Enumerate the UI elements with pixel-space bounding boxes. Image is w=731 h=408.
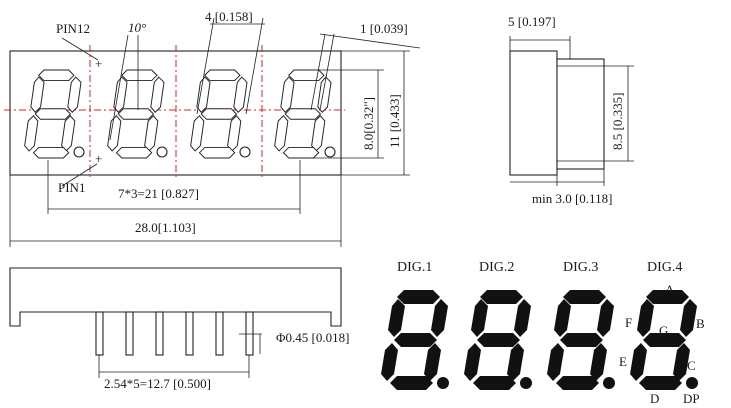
bottom-pins: [95, 311, 254, 356]
digit-label-4: DIG.4: [647, 260, 682, 275]
bottom-body: [9, 267, 342, 327]
front-dp-2: [156, 146, 168, 158]
pin1-label: PIN1: [58, 180, 85, 195]
segment-label-c: C: [687, 358, 696, 373]
filled-dp-2: [520, 377, 532, 389]
digit-height-label: 8.0[0.32"]: [361, 97, 376, 150]
pitch-label: 2.54*5=12.7 [0.500]: [104, 376, 211, 391]
bottom-pin: [185, 311, 194, 356]
pin12-mark: +: [95, 56, 102, 71]
segment-label-e: E: [619, 354, 627, 369]
body-height-label: 8.5 [0.335]: [610, 93, 625, 150]
total-height-label: 11 [0.433]: [387, 94, 402, 148]
side-view: 5 [0.197] 8.5 [0.335] min 3.0 [0.118]: [508, 14, 634, 206]
filled-digit-3: [547, 290, 614, 390]
bottom-view: Φ0.45 [0.018] 2.54*5=12.7 [0.500]: [9, 267, 349, 391]
pin12-label: PIN12: [56, 21, 90, 36]
pin-span-label: 7*3=21 [0.827]: [118, 186, 199, 201]
depth-label: 5 [0.197]: [508, 14, 556, 29]
segment-width-label: 1 [0.039]: [360, 21, 408, 36]
front-dp-3: [239, 146, 251, 158]
front-dp-1: [73, 146, 85, 158]
filled-dp-3: [603, 377, 615, 389]
digit-label-2: DIG.2: [479, 260, 514, 275]
filled-digit-2: [464, 290, 531, 390]
digit-label-1: DIG.1: [397, 260, 432, 275]
filled-digit-1: [381, 290, 448, 390]
segment-label-d: D: [650, 391, 659, 406]
segment-label-f: F: [625, 315, 632, 330]
front-view: + + PIN12 PIN1 10° 4 [0.158] 1 [0.039] 8…: [4, 9, 421, 247]
side-body: [509, 50, 558, 176]
front-dp-4: [324, 146, 336, 158]
segment-label-a: A: [665, 282, 675, 297]
bottom-pin: [245, 311, 254, 356]
bottom-pin: [215, 311, 224, 356]
bottom-pin: [125, 311, 134, 356]
bottom-pin: [95, 311, 104, 356]
pin1-mark: +: [95, 151, 102, 166]
bottom-pin: [155, 311, 164, 356]
segment-diagram: DIG.1 DIG.2 DIG.3 DIG.4 A B C D E F G DP: [381, 260, 705, 406]
segment-label-b: B: [696, 316, 705, 331]
digit-label-3: DIG.3: [563, 260, 598, 275]
segment-label-g: G: [659, 323, 668, 338]
filled-digit-4: [630, 290, 697, 390]
pin-diameter-label: Φ0.45 [0.018]: [276, 330, 349, 345]
filled-dp-4: [686, 377, 698, 389]
total-width-label: 28.0[1.103]: [135, 220, 196, 235]
angle-label: 10°: [128, 20, 146, 35]
side-face-lip: [556, 58, 605, 170]
digit-width-label: 4 [0.158]: [205, 9, 253, 24]
min-pin-label: min 3.0 [0.118]: [532, 191, 612, 206]
filled-dp-1: [437, 377, 449, 389]
segment-label-dp: DP: [683, 391, 700, 406]
